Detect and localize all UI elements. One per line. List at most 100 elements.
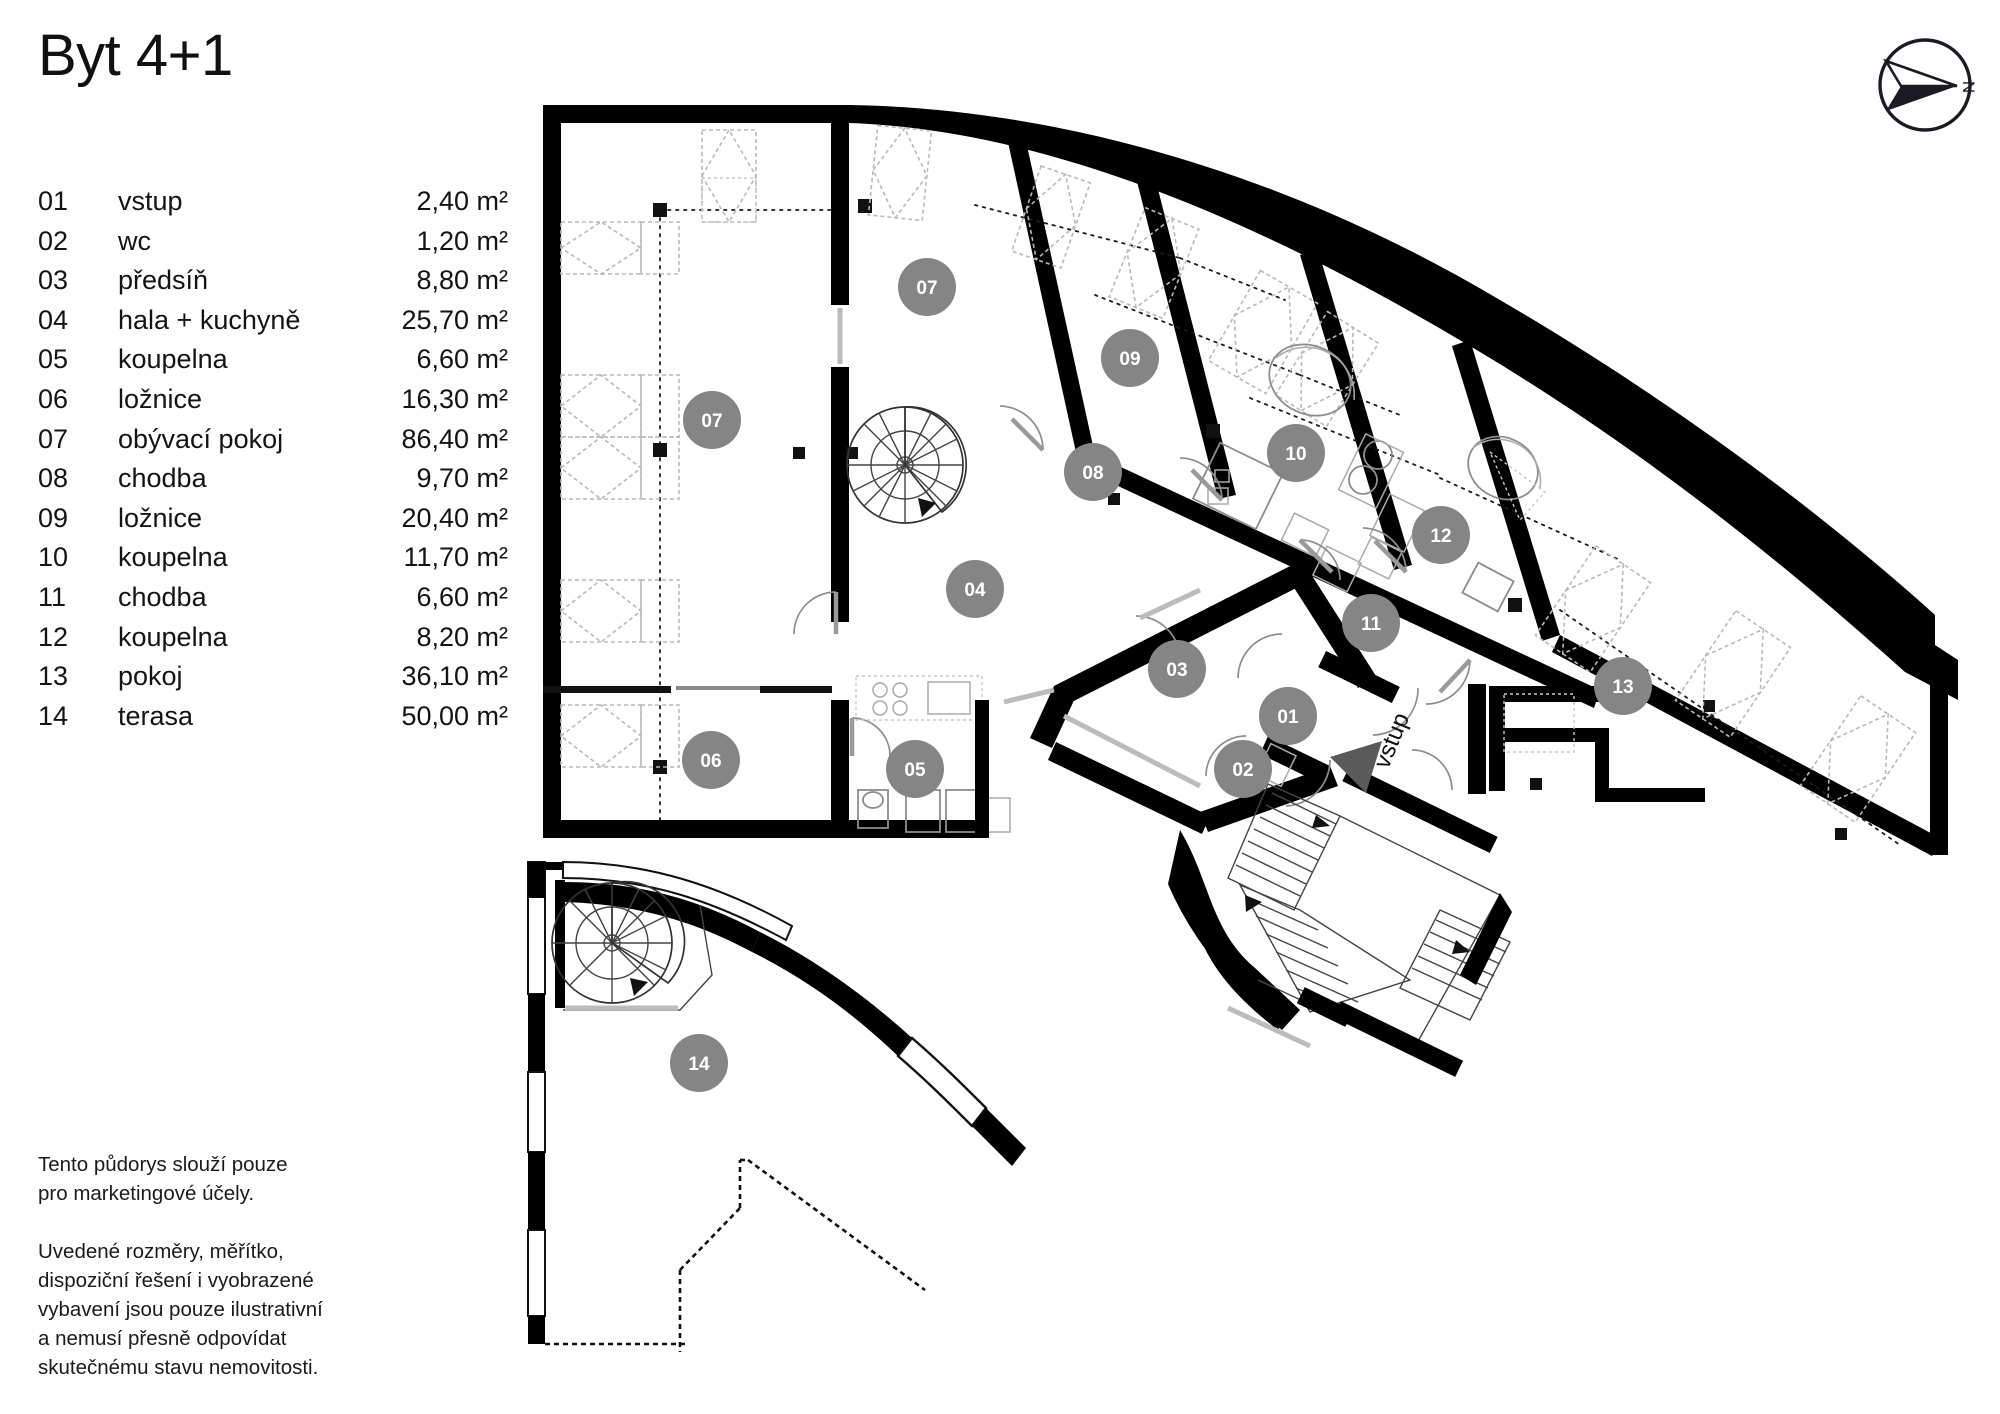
room-badge-11[interactable]: 11 [1342,594,1400,652]
wall-stair-south [1332,1001,1464,1077]
dot-node-wing-g [1835,828,1847,840]
furniture-box [640,436,680,500]
kitchen-fixtures [855,675,983,721]
wall-05-right [975,700,989,838]
window-stairwell [1226,1005,1312,1049]
badge-circle [1342,594,1400,652]
door-leaf-08-09 [1010,417,1045,452]
room-badge-05[interactable]: 05 [886,740,944,798]
kitchen-counter [855,675,983,721]
door-swing-11-10 [1362,527,1407,573]
legend-number: 04 [38,304,69,335]
legend-name: terasa [118,700,194,731]
furniture-upper [701,128,757,224]
wall-01-top [1318,650,1400,704]
badge-circle [670,1034,728,1092]
badge-label: 12 [1430,526,1451,547]
terrace-rail-dark [528,1152,545,1230]
vanity-detail-10b [1207,487,1229,505]
stair-tread [1265,933,1339,967]
stove-burner [892,700,908,716]
wall-stairwell-curve [1168,830,1300,1030]
stair-tread [1255,915,1329,949]
room-badge-04[interactable]: 04 [946,560,1004,618]
wall-13-right [1930,680,1948,855]
legend-area: 16,30 m² [401,383,508,414]
wall-stair-upper-left [1468,684,1486,794]
room-badge-07b[interactable]: 07 [898,258,956,316]
legend-row: 11 chodba 6,60 m² [38,582,508,622]
wall-03-right [1284,560,1376,688]
furniture-wardrobe [560,579,642,643]
furniture-wardrobe [560,221,642,275]
spiral-sweep-main [904,406,967,514]
spiral-tread [584,888,613,944]
room-badge-06[interactable]: 06 [682,731,740,789]
furniture-diamond [559,373,643,439]
room-badge-08[interactable]: 08 [1064,443,1122,501]
terrace-curve-1 [563,882,760,952]
badge-circle [1101,329,1159,387]
legend-row: 01 vstup 2,40 m² [38,186,508,226]
terrace-rail-dark [528,862,545,898]
room-badge-02[interactable]: 02 [1214,740,1272,798]
legend-name: koupelna [118,344,228,375]
door-swing-05 [851,717,891,757]
bathtub-10 [1268,343,1352,417]
disclaimer-line: skutečnému stavu nemovitosti. [38,1356,319,1379]
toilet-12 [1461,561,1515,613]
door-leaf-11-10 [1373,539,1408,574]
toilet-fixture [857,789,889,829]
window-bottom-2 [676,686,771,690]
spiral-direction-arrow-main [918,498,936,517]
room-badge-03[interactable]: 03 [1148,640,1206,698]
wall-03-left [1030,686,1076,748]
stair-tread [1253,828,1319,861]
door-swing-03b [1237,633,1283,679]
badge-label: 13 [1612,677,1633,698]
legend-area: 6,60 m² [416,581,508,612]
legend-number: 09 [38,502,69,533]
stair-direction-arrow [1452,940,1470,954]
stove-burner [892,682,908,698]
legend-number: 03 [38,265,69,296]
room-badge-10[interactable]: 10 [1267,424,1325,482]
legend-name: hala + kuchyně [118,304,301,335]
room-badge-07a[interactable]: 07 [683,391,741,449]
furniture-diamond [1701,627,1765,721]
legend-area: 1,20 m² [416,225,508,256]
spiral-tread-main [904,464,947,507]
stair-tread [1265,804,1331,837]
legend-row: 13 pokoj 36,10 m² [38,661,508,701]
furniture-diamond [1233,285,1293,379]
badge-label: 10 [1285,444,1306,465]
entrance-triangle-icon [1330,741,1382,793]
badge-label: 14 [688,1054,710,1075]
badge-circle [1148,640,1206,698]
room-badge-14[interactable]: 14 [670,1034,728,1092]
room-badge-12[interactable]: 12 [1412,506,1470,564]
window-03 [1062,713,1202,789]
room-badge-13[interactable]: 13 [1594,657,1652,715]
spiral-tread-main [904,412,932,466]
room-legend: 01 vstup 2,40 m² 02 wc 1,20 m² 03 předsí… [38,186,508,740]
furniture-diamond [559,703,643,769]
legend-area: 11,70 m² [403,542,508,573]
spiral-tread-main [878,464,906,518]
door-swing-10 [1299,539,1341,581]
badge-label: 04 [964,580,986,601]
spiral-tread-main [904,464,958,492]
spiral-tread [611,900,655,944]
entrance-label: vstup [1369,709,1416,772]
legend-number: 10 [38,542,69,573]
legend-name: obývací pokoj [118,423,284,454]
badge-circle [1267,424,1325,482]
room-badge-09[interactable]: 09 [1101,329,1159,387]
furniture-box [640,579,680,643]
legend-area: 36,10 m² [401,661,508,692]
room-badge-01[interactable]: 01 [1259,687,1317,745]
spiral-tread-main [904,438,958,466]
badge-label: 11 [1361,614,1382,635]
